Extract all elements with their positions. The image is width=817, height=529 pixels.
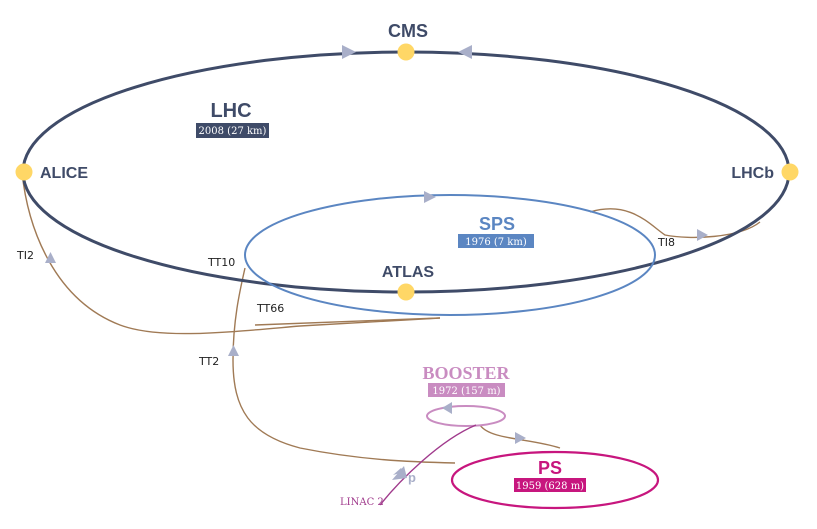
cms-dot-icon: [397, 43, 415, 61]
ps-arrow-icon: [515, 432, 526, 444]
lhc-info-badge: [196, 123, 269, 138]
ti2-label: TI2: [16, 249, 34, 262]
lhc-arrow-ccw-icon: [458, 45, 472, 59]
tt10-label: TT10: [207, 256, 235, 269]
booster-info-text: 1972 (157 m): [432, 386, 500, 397]
lhc-label: LHC: [210, 100, 251, 122]
tt66-label: TT66: [256, 302, 284, 315]
tt2-label: TT2: [198, 355, 219, 368]
alice-label: ALICE: [40, 165, 88, 182]
linac-arrow-head-icon: [392, 466, 407, 480]
sps-ring: [244, 194, 656, 316]
sps-info-badge: [458, 234, 534, 248]
lhc-info-text: 2008 (27 km): [199, 126, 267, 137]
atlas-dot-icon: [397, 283, 415, 301]
ti8-arrow-icon: [697, 229, 708, 241]
ti2-transfer-line: [21, 171, 441, 335]
ps-label: PS: [538, 458, 562, 478]
lhc-arrow-cw-icon: [342, 45, 356, 59]
ps-info-badge: [514, 478, 586, 492]
alice-dot-icon: [15, 163, 33, 181]
ps-info-text: 1959 (628 m): [516, 481, 584, 492]
linac2-line: [379, 424, 477, 506]
particle-label: p: [408, 470, 416, 485]
booster-ring: [426, 405, 506, 427]
sps-label: SPS: [479, 214, 515, 234]
booster-arrow-icon: [442, 402, 452, 414]
sps-arrow-icon: [424, 191, 436, 203]
linac2-label: LINAC 2: [340, 497, 384, 508]
atlas-label: ATLAS: [382, 264, 434, 281]
sps-info-text: 1976 (7 km): [465, 237, 527, 248]
ti2-arrow-icon: [45, 252, 56, 263]
booster-info-badge: [428, 383, 505, 397]
tt66-line: [254, 317, 441, 326]
booster-to-ps-line: [479, 424, 561, 449]
ps-ring: [450, 450, 660, 510]
ti8-label: TI8: [657, 236, 675, 249]
lhcb-label: LHCb: [731, 165, 774, 182]
cms-label: CMS: [388, 21, 428, 41]
lhc-ring: [21, 50, 791, 294]
tt2-tt10-transfer-line: [232, 267, 456, 464]
booster-label: BOOSTER: [422, 363, 510, 383]
tt2-arrow-icon: [228, 345, 239, 356]
lhcb-dot-icon: [781, 163, 799, 181]
